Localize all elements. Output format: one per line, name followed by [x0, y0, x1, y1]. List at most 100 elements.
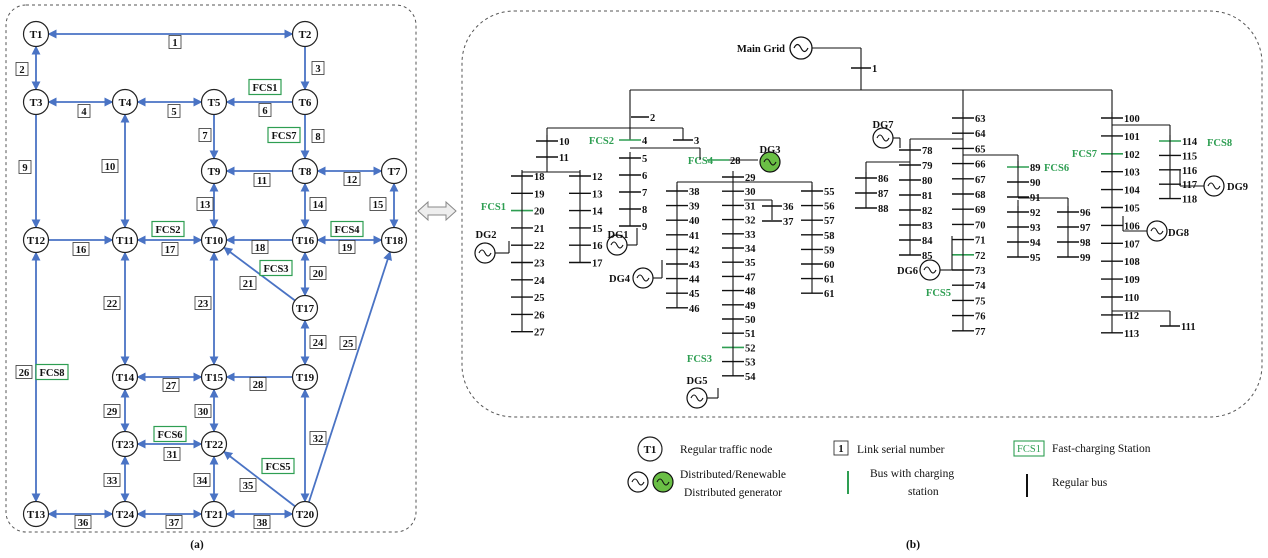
bus-label-76: 76: [975, 312, 986, 323]
link-label-8: 8: [311, 129, 325, 143]
link-box: [77, 104, 91, 118]
node-label: T4: [119, 97, 132, 109]
link-label-7: 7: [198, 128, 212, 142]
link-box: [309, 431, 327, 445]
link-label-3: 3: [311, 61, 325, 75]
bus-label-49: 49: [745, 301, 756, 312]
fcs-label: FCS5: [265, 462, 290, 473]
node-circle: [111, 430, 139, 458]
bus-label-81: 81: [922, 191, 933, 202]
node-label: T5: [208, 97, 221, 109]
fcs-frame: [153, 425, 187, 443]
link-box: [103, 296, 121, 310]
bus-label-67: 67: [975, 175, 986, 186]
link-label-33: 33: [103, 473, 121, 487]
panel-link-arrow: [417, 200, 457, 222]
node-circle: [291, 500, 319, 528]
bus-label-11: 11: [559, 153, 569, 164]
node-label: T7: [388, 166, 401, 178]
fcs-bus-label-fcs7: FCS7: [1072, 149, 1097, 160]
node-circle: [200, 88, 228, 116]
traffic-node-t22: T22: [200, 430, 228, 458]
link-number: 8: [315, 132, 320, 143]
sine-wave-icon: [1207, 182, 1221, 190]
traffic-node-t5: T5: [200, 88, 228, 116]
link-number: 7: [202, 131, 207, 142]
link-number: 23: [198, 299, 209, 310]
traffic-node-t17: T17: [291, 294, 319, 322]
fcs-label: FCS8: [39, 368, 64, 379]
bus-label-40: 40: [689, 216, 700, 227]
bus-label-33: 33: [745, 230, 756, 241]
bus-label-115: 115: [1182, 151, 1197, 162]
bus-label-18: 18: [534, 172, 545, 183]
sine-wave-icon: [610, 241, 624, 249]
link-number: 17: [165, 245, 176, 256]
link-box: [253, 173, 271, 187]
link-box: [251, 240, 269, 254]
bus-label-78: 78: [922, 146, 933, 157]
sine-wave-icon: [636, 274, 650, 282]
link-number: 3: [315, 64, 320, 75]
traffic-node-t23: T23: [111, 430, 139, 458]
bus-label-17: 17: [592, 259, 603, 270]
link-number: 14: [313, 200, 324, 211]
bus-label-41: 41: [689, 231, 700, 242]
legend-charging-bus-text-1: Bus with charging: [870, 468, 954, 480]
bus-label-6: 6: [642, 171, 647, 182]
bus-label-9: 9: [642, 222, 647, 233]
link-number: 16: [76, 245, 87, 256]
generator-label: DG1: [608, 230, 629, 241]
link-number: 28: [253, 380, 264, 391]
link-label-25: 25: [339, 336, 357, 350]
caption-b: (b): [906, 539, 920, 551]
link-number: 30: [198, 407, 209, 418]
bus-label-96: 96: [1080, 208, 1091, 219]
node-circle: [111, 500, 139, 528]
link-number: 32: [313, 434, 324, 445]
link-box: [103, 404, 121, 418]
node-label: T17: [296, 303, 315, 315]
legend-charging-bus-text-2: station: [908, 486, 939, 498]
bus-label-84: 84: [922, 236, 933, 247]
bus-label-30: 30: [745, 187, 756, 198]
fcs-bus-label-fcs4: FCS4: [688, 156, 714, 167]
bus-label-19: 19: [534, 189, 545, 200]
link-number: 1: [172, 38, 177, 49]
node-circle: [111, 88, 139, 116]
link-label-37: 37: [165, 515, 183, 529]
link-box: [168, 35, 182, 49]
bus-label-98: 98: [1080, 238, 1091, 249]
link-number: 2: [19, 65, 24, 76]
link-label-18: 18: [251, 240, 269, 254]
bus-label-73: 73: [975, 266, 986, 277]
legend-fcs-symbol: FCS1: [1017, 444, 1041, 455]
bus-label-46: 46: [689, 304, 700, 315]
bus-label-10: 10: [559, 137, 570, 148]
link-label-30: 30: [194, 404, 212, 418]
bus-label-29: 29: [745, 173, 756, 184]
bus-label-64: 64: [975, 129, 986, 140]
link-label-15: 15: [369, 197, 387, 211]
link-number: 21: [243, 279, 254, 290]
node-label: T13: [27, 509, 46, 521]
bus-label-111: 111: [1181, 322, 1196, 333]
link-label-12: 12: [343, 172, 361, 186]
bus-label-21: 21: [534, 224, 545, 235]
traffic-node-t19: T19: [291, 363, 319, 391]
bus-label-16: 16: [592, 241, 603, 252]
node-circle: [200, 226, 228, 254]
node-label: T21: [205, 509, 223, 521]
fcs-bus-label-fcs1: FCS1: [481, 202, 506, 213]
link-number: 18: [255, 243, 266, 254]
legend-conventional-generator-icon: [627, 471, 649, 493]
generator-dg7: DG7: [872, 120, 894, 149]
node-circle: [22, 226, 50, 254]
fcs-frame: [259, 259, 293, 277]
bus-label-47: 47: [745, 272, 756, 283]
link-box: [196, 197, 214, 211]
bus-label-63: 63: [975, 114, 986, 125]
link-label-22: 22: [103, 296, 121, 310]
